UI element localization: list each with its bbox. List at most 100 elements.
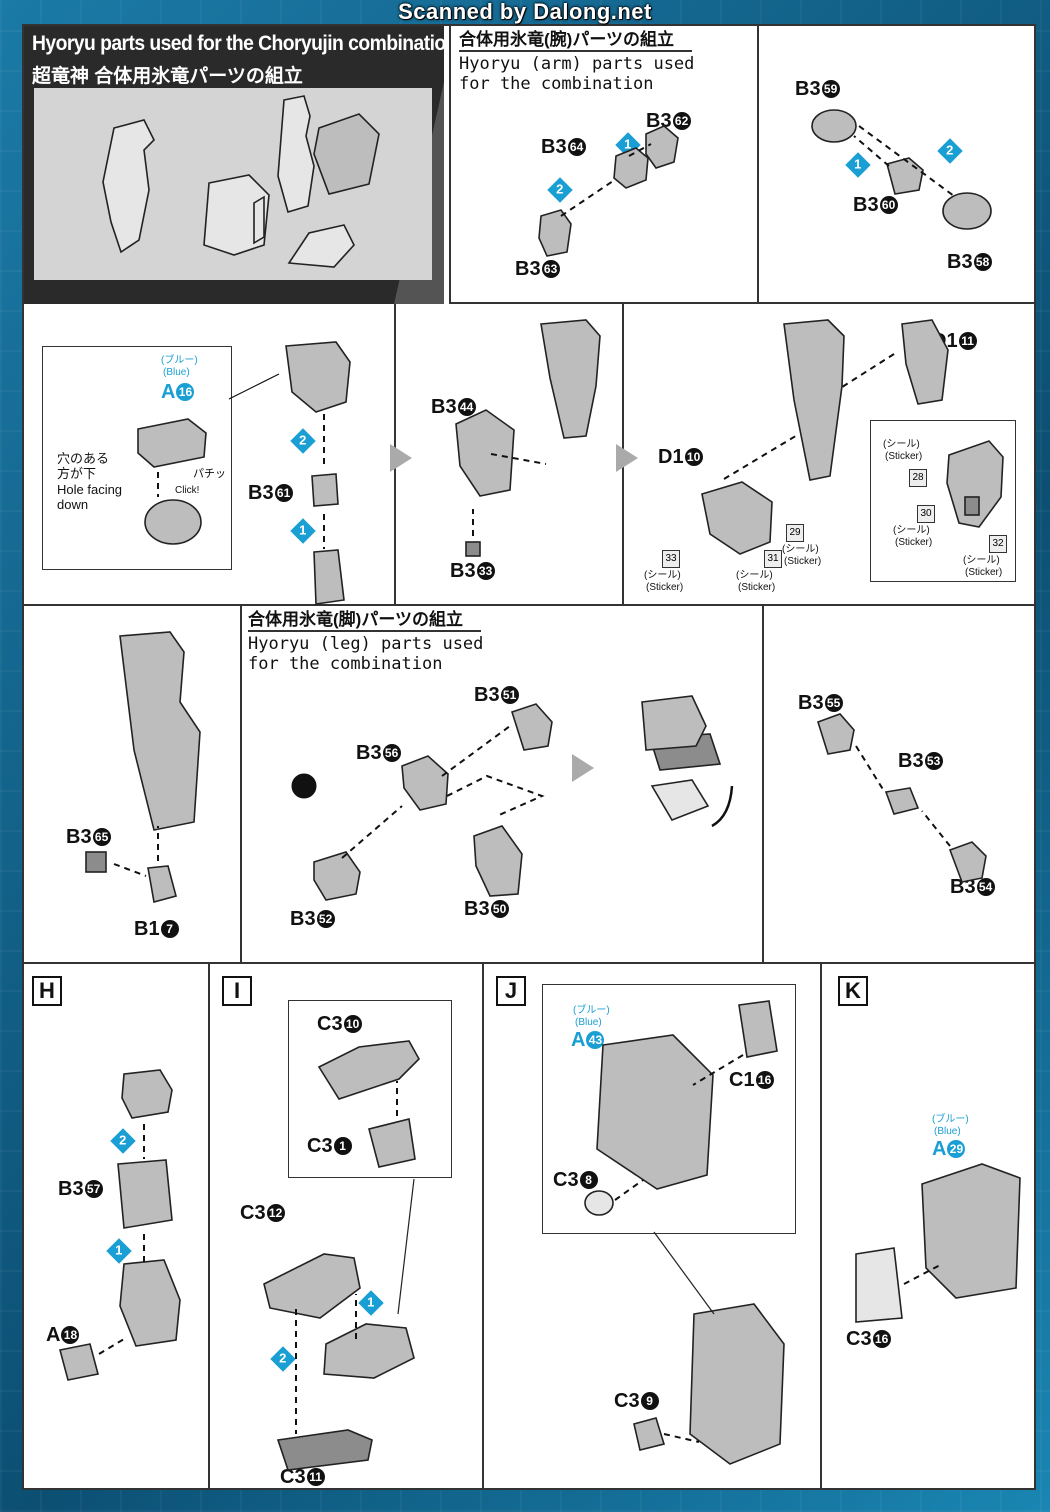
sticker-30: 30 (917, 505, 935, 523)
hole-note-en-1: Hole facing (57, 482, 123, 497)
sticker-33-en: (Sticker) (646, 582, 684, 593)
arm-parts-illustration (538, 125, 679, 257)
sticker-detail-box: (シール) (Sticker) 28 30 (シール) (Sticker) 32… (870, 420, 1016, 582)
next-arrow (572, 754, 594, 782)
sticker-29-jp: (シール) (782, 544, 819, 555)
step-i-illustration (263, 1178, 415, 1471)
sticker-30-en: (Sticker) (895, 537, 933, 548)
sticker-33: 33 (662, 550, 680, 568)
blue-note-jp: (ブルー) (573, 1005, 610, 1016)
sticker-33-jp: (シール) (644, 570, 681, 581)
header-title-en: Hyoryu parts used for the Choryujin comb… (32, 32, 457, 55)
panel-leg-2: 合体用氷竜(脚)パーツの組立 Hyoryu (leg) parts used f… (242, 606, 764, 964)
step-h-illustration (59, 1069, 181, 1381)
sticker-31: 31 (764, 550, 782, 568)
elbow-assembly-illustration (228, 341, 351, 605)
step-j-illustration (633, 1231, 785, 1465)
leg-assembly-illustration (85, 631, 201, 904)
sticker-28: 28 (909, 469, 927, 487)
leg-section-sub-2: for the combination (248, 654, 443, 674)
sticker-28-jp: (シール) (883, 439, 920, 450)
forearm-illustration (701, 319, 949, 555)
parts-overview-box (34, 88, 432, 280)
header-title-jp: 超竜神 合体用氷竜パーツの組立 (32, 66, 303, 87)
sticker-31-en: (Sticker) (738, 582, 776, 593)
leg-section-sub-1: Hyoryu (leg) parts used (248, 634, 484, 654)
arm-section-title: 合体用氷竜(腕)パーツの組立 (459, 30, 692, 52)
hole-note-jp-2: 方が下 (57, 466, 97, 481)
blue-note-en: (Blue) (575, 1017, 602, 1028)
click-note-jp: パチッ (193, 468, 226, 480)
blue-note-en: (Blue) (163, 367, 190, 378)
next-arrow (390, 444, 412, 472)
arm-section-sub-2: for the combination (459, 74, 654, 94)
next-arrow (616, 444, 638, 472)
step-letter-h: H (32, 976, 62, 1006)
click-note-en: Click! (175, 485, 200, 496)
hole-note-en-2: down (57, 497, 89, 512)
watermark: Scanned by Dalong.net (398, 0, 652, 24)
a43-detail-illustration (584, 1000, 778, 1216)
sticker-29-en: (Sticker) (784, 556, 822, 567)
parts-overview-illustration (102, 95, 380, 268)
leg-joint-illustration (817, 713, 987, 883)
header-panel: Hyoryu parts used for the Choryujin comb… (24, 26, 457, 306)
sticker-31-jp: (シール) (736, 570, 773, 581)
arm-shoulder-illustration (811, 109, 992, 230)
arm-section-sub-1: Hyoryu (arm) parts used (459, 54, 695, 74)
step-letter-i: I (222, 976, 252, 1006)
instruction-sheet: Hyoryu parts used for the Choryujin comb… (22, 24, 1036, 1490)
leg-parts-illustration (291, 695, 734, 901)
step-letter-j: J (496, 976, 526, 1006)
sticker-30-jp: (シール) (893, 525, 930, 536)
blue-note-jp: (ブルー) (161, 355, 198, 366)
blue-note-jp: (ブルー) (932, 1114, 969, 1125)
sticker-28-en: (Sticker) (885, 451, 923, 462)
leg-section-title: 合体用氷竜(脚)パーツの組立 (248, 610, 481, 632)
sticker-32-jp: (シール) (963, 555, 1000, 566)
step-letter-k: K (838, 976, 868, 1006)
d1-11-sticker-illustration (946, 440, 1004, 528)
a16-illustration (137, 418, 207, 545)
